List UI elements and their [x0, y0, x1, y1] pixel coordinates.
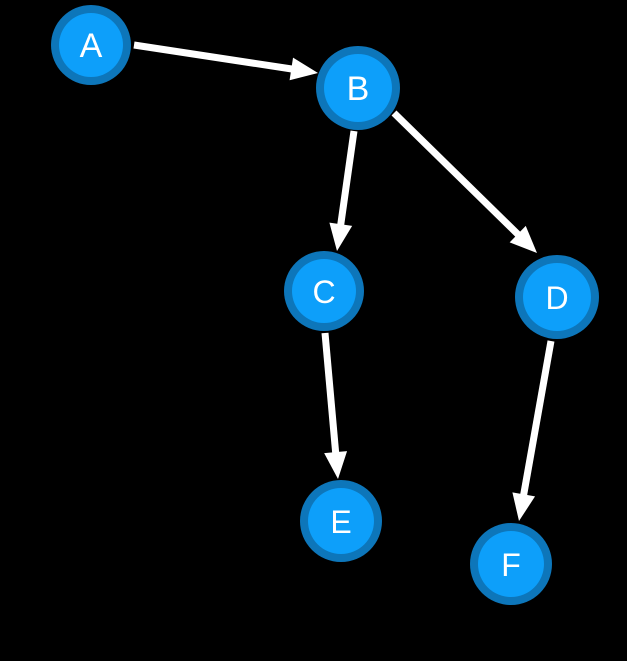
edge-arrowhead-icon — [329, 222, 353, 251]
edge-arrowhead-icon — [509, 225, 537, 253]
edge-line — [336, 130, 358, 228]
graph-node-f[interactable]: F — [470, 523, 552, 605]
graph-edge — [512, 340, 555, 521]
edge-line — [519, 340, 555, 498]
edge-line — [133, 41, 295, 73]
node-fill — [324, 54, 392, 122]
edges-layer — [133, 41, 555, 521]
nodes-layer: A B C D E F — [51, 5, 599, 605]
node-fill — [478, 531, 544, 597]
graph-edge — [329, 130, 358, 251]
graph-node-e[interactable]: E — [300, 480, 382, 562]
graph-edge — [133, 41, 318, 81]
node-fill — [292, 259, 356, 323]
graph-node-b[interactable]: B — [316, 46, 400, 130]
edge-line — [321, 332, 340, 456]
graph-edge — [391, 110, 537, 253]
graph-node-d[interactable]: D — [515, 255, 599, 339]
edge-line — [391, 110, 523, 239]
node-fill — [523, 263, 591, 331]
edge-arrowhead-icon — [512, 492, 536, 521]
graph-edge — [321, 332, 348, 479]
graph-node-a[interactable]: A — [51, 5, 131, 85]
edge-arrowhead-icon — [289, 57, 318, 81]
graph-node-c[interactable]: C — [284, 251, 364, 331]
node-fill — [308, 488, 374, 554]
edge-arrowhead-icon — [324, 451, 348, 479]
node-fill — [59, 13, 123, 77]
